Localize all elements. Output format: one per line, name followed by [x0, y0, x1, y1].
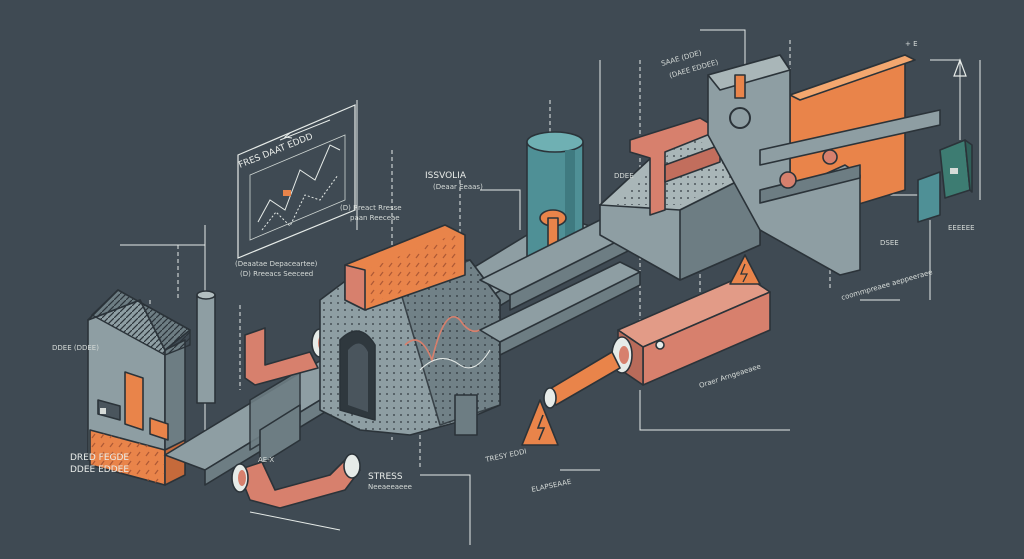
left-housing-block: [87, 289, 191, 486]
lower-note-1: (Deaatae Depaceartee): [235, 260, 318, 268]
flow-marker: AE-X: [258, 456, 274, 464]
mixing-chamber-label: DDEE: [614, 172, 634, 180]
conveyor-label: Oraer Arngeaeaee: [698, 362, 762, 389]
cylinder-title: ISSVOLIA: [425, 171, 467, 181]
compress-label: coommpreaee aeppeeraee: [840, 268, 933, 302]
vertical-exhaust-pipe: [196, 290, 216, 404]
central-reactor: [319, 224, 501, 436]
return-pipe: [231, 453, 361, 509]
corner-mark: + E: [905, 40, 918, 48]
right-modules: [917, 58, 973, 223]
warning-label: TRESY EDDI: [484, 447, 528, 464]
lower-note-2: (D) Rreeacs Seeceed: [240, 270, 313, 278]
right-control-frame: [707, 54, 941, 276]
left-block-side-label: DDEE (DDEE): [52, 344, 99, 352]
stress-label: STRESS: [368, 472, 403, 482]
stress-sublabel: Neeaeeaeee: [368, 483, 412, 491]
warning-signs: [521, 254, 761, 446]
lower-conveyor: [543, 274, 771, 409]
chart-panel-note-1: (D) Rreact Rresse: [340, 204, 402, 212]
left-block-base-label-1: DRED FEGDE: [70, 453, 129, 463]
cylinder-subtitle: (Deaar Eeaas): [433, 183, 483, 191]
right-module-label: DSEE: [880, 239, 899, 247]
right-panel-label: EEEEEE: [948, 224, 975, 232]
left-block-base-label-2: DDEE EDDEE: [70, 465, 129, 475]
chart-panel-note-2: paan Reeceae: [350, 214, 400, 222]
elaps-label: ELAPSEAAE: [531, 478, 572, 494]
sensor-chart-panel: [237, 104, 356, 259]
chart-panel-title: FRES DAAT EDDD: [237, 132, 314, 171]
